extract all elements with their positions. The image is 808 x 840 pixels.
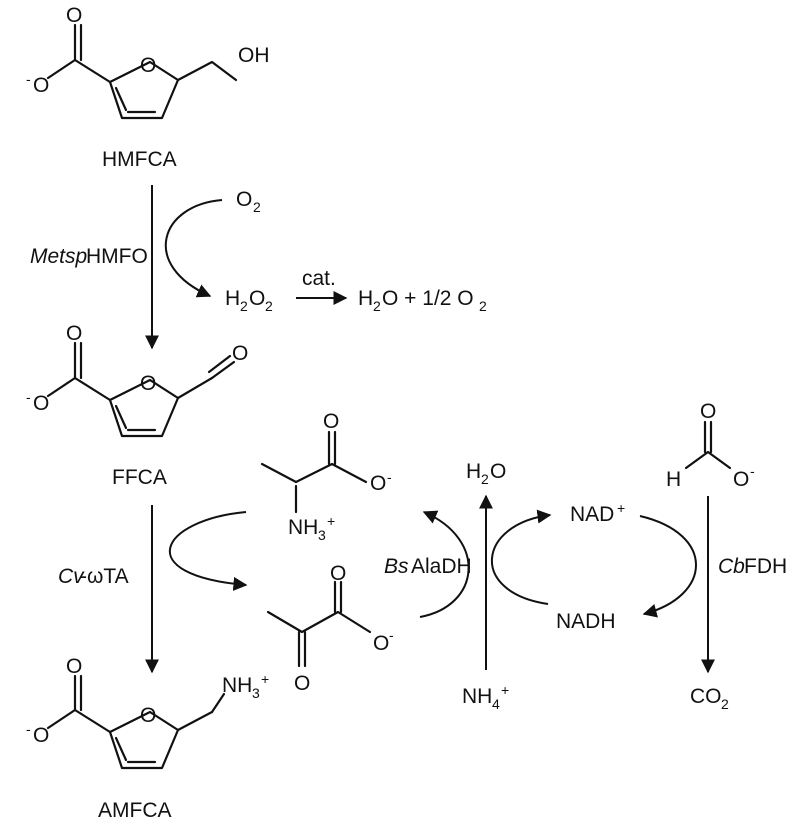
svg-text:2: 2 — [253, 199, 261, 215]
nh4-label: NH — [462, 685, 492, 708]
svg-text:3: 3 — [318, 527, 326, 543]
svg-text:O: O — [323, 410, 339, 433]
co2-label: CO — [690, 685, 722, 708]
cvta-enzyme-label: -ωTA — [80, 565, 129, 588]
svg-text:O: O — [66, 655, 82, 678]
hmfca-structure: O O - O OH HMFCA — [26, 4, 270, 171]
svg-text:+: + — [501, 682, 509, 698]
o2-label: O — [236, 188, 252, 211]
nadh-label: NADH — [556, 610, 616, 633]
hmfca-ring-o: O — [140, 54, 156, 77]
hmfo-o2-arrow — [164, 199, 223, 298]
aladh-left-curve — [419, 510, 470, 618]
svg-text:-: - — [26, 389, 31, 405]
svg-text:2: 2 — [481, 471, 489, 487]
svg-text:+: + — [617, 500, 625, 516]
h2o2-label: H — [225, 287, 240, 310]
svg-text:2: 2 — [373, 298, 381, 314]
bsaladh-enzyme-label: AlaDH — [411, 555, 472, 578]
ta-side-arrow — [168, 511, 248, 591]
cvta-enzyme-italic: Cv — [58, 565, 85, 588]
cbfdh-enzyme-label: FDH — [744, 555, 787, 578]
amfca-structure: O O - O NH 3 + AMFCA — [26, 655, 269, 822]
svg-text:O: O — [140, 704, 156, 727]
svg-text:O: O — [33, 392, 49, 415]
svg-text:O: O — [249, 287, 265, 310]
svg-text:4: 4 — [492, 696, 500, 712]
svg-text:3: 3 — [252, 685, 260, 701]
ffca-label: FFCA — [112, 466, 167, 489]
fdh-curve-arrow — [639, 515, 697, 618]
svg-text:2: 2 — [265, 298, 273, 314]
amfca-label: AMFCA — [98, 799, 172, 822]
svg-text:2: 2 — [721, 696, 729, 712]
svg-text:2: 2 — [240, 298, 248, 314]
svg-text:-: - — [387, 469, 392, 485]
svg-text:O: O — [33, 724, 49, 747]
ffca-aldehyde-o: O — [232, 342, 248, 365]
svg-text:+: + — [327, 513, 335, 529]
svg-text:O: O — [370, 472, 386, 495]
svg-text:O: O — [733, 468, 749, 491]
h2o-label: H — [466, 460, 481, 483]
hmfo-enzyme-label: HMFO — [86, 245, 148, 268]
formate-h: H — [666, 468, 681, 491]
svg-text:-: - — [389, 627, 394, 643]
amfca-nh3: NH — [222, 674, 252, 697]
svg-text:O + 1/2 O: O + 1/2 O — [382, 287, 474, 310]
svg-text:O: O — [330, 562, 346, 585]
svg-text:O: O — [140, 372, 156, 395]
pyruvate-structure: O O - O — [266, 562, 394, 695]
hmfca-oh: OH — [238, 44, 270, 67]
ffca-structure: O O - O O FFCA — [26, 322, 248, 489]
svg-text:O: O — [294, 672, 310, 695]
svg-text:+: + — [261, 671, 269, 687]
hmfca-carbonyl-o: O — [66, 4, 82, 27]
svg-text:O: O — [373, 632, 389, 655]
h2o-half-o2-label: H — [358, 287, 373, 310]
hmfca-o-minus: O — [33, 74, 49, 97]
hmfo-enzyme-italic: Metsp — [30, 245, 87, 268]
aladh-right-curve — [490, 509, 552, 605]
svg-text:O: O — [66, 322, 82, 345]
cat-label: cat. — [302, 267, 336, 290]
svg-text:-: - — [750, 463, 755, 479]
hmfca-label: HMFCA — [102, 148, 177, 171]
bsaladh-enzyme-italic: Bs — [384, 555, 409, 578]
alanine-nh3: NH — [288, 516, 318, 539]
formate-structure: O H O - — [666, 400, 755, 491]
cbfdh-enzyme-italic: Cb — [718, 555, 745, 578]
svg-text:O: O — [490, 460, 506, 483]
svg-text:O: O — [700, 400, 716, 423]
svg-text:2: 2 — [479, 298, 487, 314]
svg-text:-: - — [26, 721, 31, 737]
hmfca-minus: - — [26, 71, 31, 87]
nad-plus-label: NAD — [570, 503, 614, 526]
alanine-structure: O O - NH 3 + — [260, 410, 392, 543]
